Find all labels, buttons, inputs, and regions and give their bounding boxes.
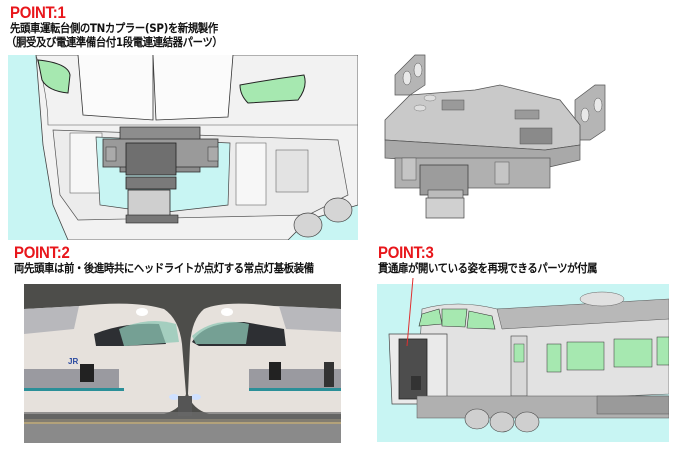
point-2-title: POINT:2 — [14, 243, 70, 262]
point-2-desc-line-1: 両先頭車は前・後進時共にヘッドライトが点灯する常点灯基板装備 — [14, 261, 314, 275]
jr-logo: JR — [68, 357, 78, 366]
point-1-image-train-front — [8, 55, 358, 240]
point-3-title: POINT:3 — [378, 243, 434, 262]
point-1-title: POINT:1 — [10, 3, 66, 22]
pointer-line — [406, 277, 414, 347]
point-1-desc-line-2: （胴受及び電連準備台付1段電連連結器パーツ） — [6, 35, 223, 49]
point-1-image-coupler-part — [380, 40, 610, 220]
point-2-image-photo: JR — [24, 284, 341, 443]
point-1-desc-line-1: 先頭車運転台側のTNカプラー(SP)を新規製作 — [10, 21, 218, 35]
point-3-image-open-door — [377, 284, 669, 442]
point-3-desc-line-1: 貫通扉が開いている姿を再現できるパーツが付属 — [378, 261, 598, 275]
